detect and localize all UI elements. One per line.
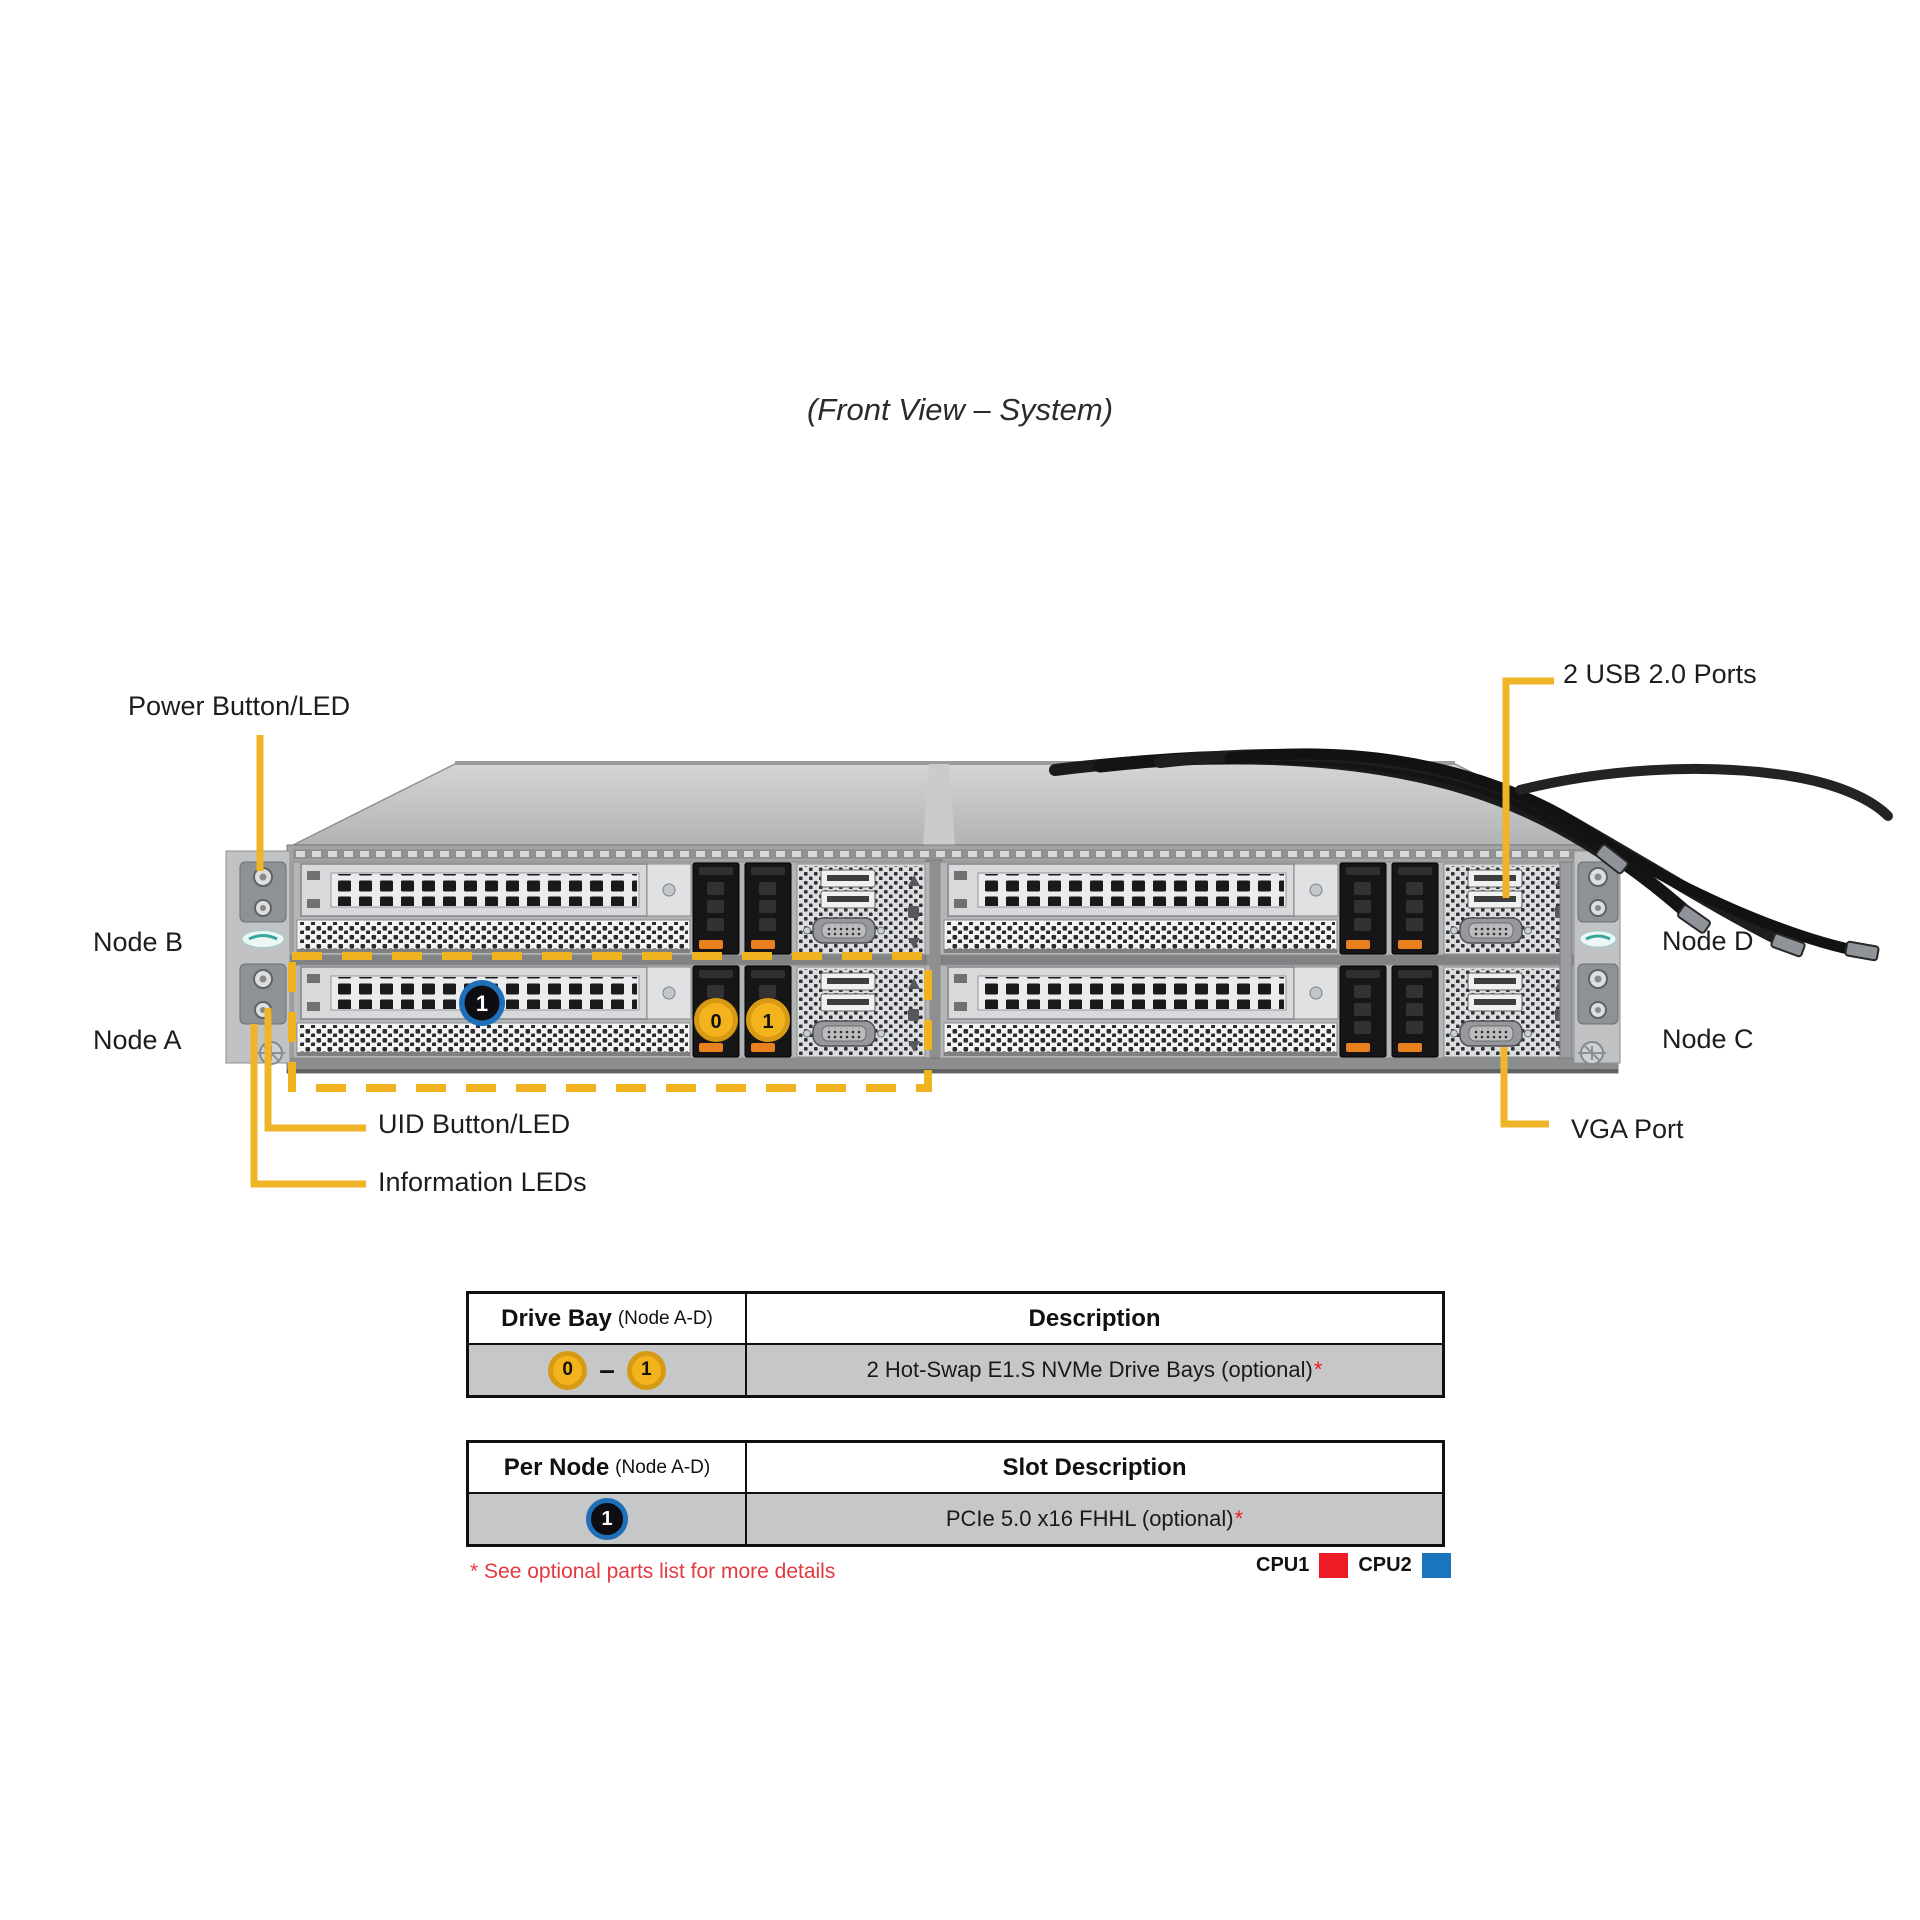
drive-bay-1-table-badge: 1 bbox=[626, 1350, 666, 1390]
server-chassis: 1 0 1 bbox=[225, 761, 1621, 1074]
per-node-slot-table: Per Node (Node A-D) Slot Description 1 P… bbox=[466, 1440, 1445, 1547]
drive-bay-0-badge: 0 bbox=[694, 998, 738, 1042]
slot-description-header: Slot Description bbox=[1002, 1453, 1187, 1481]
drive-bay-0-table-badge: 0 bbox=[548, 1350, 588, 1390]
left-mounting-ear bbox=[225, 850, 291, 1065]
per-node-header-main: Per Node bbox=[503, 1453, 610, 1481]
uid-button-label: UID Button/LED bbox=[378, 1109, 571, 1139]
footnote-asterisk: * bbox=[1234, 1506, 1244, 1531]
row-divider bbox=[287, 955, 1618, 965]
usb-ports-callout-line bbox=[1502, 677, 1554, 898]
callout-lines bbox=[250, 677, 1554, 1188]
node-a-highlight-box bbox=[288, 952, 932, 1092]
pcie-slot-table-badge: 1 bbox=[586, 1498, 628, 1540]
cable-bundle bbox=[1049, 748, 1893, 962]
drive-bay-table-header: Drive Bay (Node A-D) Description bbox=[469, 1294, 1442, 1343]
node-d-label: Node D bbox=[1662, 926, 1754, 956]
per-node-header-sub: (Node A-D) bbox=[615, 1456, 711, 1478]
per-node-table-row: 1 PCIe 5.0 x16 FHHL (optional)* bbox=[469, 1492, 1442, 1544]
cpu-color-legend: CPU1 CPU2 bbox=[1256, 1553, 1451, 1578]
per-node-table-header: Per Node (Node A-D) Slot Description bbox=[469, 1443, 1442, 1492]
drive-bay-header-main: Drive Bay bbox=[501, 1304, 612, 1332]
optional-parts-footnote: * See optional parts list for more detai… bbox=[470, 1560, 836, 1583]
node-c-label: Node C bbox=[1662, 1024, 1754, 1054]
node-a-module bbox=[292, 964, 931, 1059]
cpu2-legend-label: CPU2 bbox=[1358, 1554, 1412, 1576]
brand-logo bbox=[241, 930, 285, 948]
information-leds-callout-line bbox=[250, 1024, 366, 1188]
node-d-module bbox=[939, 861, 1578, 956]
description-header: Description bbox=[1028, 1304, 1161, 1332]
brand-logo bbox=[1579, 930, 1617, 948]
information-leds-label: Information LEDs bbox=[378, 1167, 587, 1197]
drive-bay-table-row: 0 – 1 2 Hot-Swap E1.S NVMe Drive Bays (o… bbox=[469, 1343, 1442, 1395]
cpu2-color-swatch bbox=[1421, 1553, 1451, 1578]
node-a-control-panel bbox=[239, 963, 287, 1025]
svg-text:1: 1 bbox=[762, 1011, 773, 1033]
cpu1-color-swatch bbox=[1319, 1553, 1349, 1578]
cpu1-legend-label: CPU1 bbox=[1256, 1554, 1310, 1576]
footnote-asterisk: * bbox=[1313, 1357, 1323, 1382]
drive-bay-header-sub: (Node A-D) bbox=[617, 1307, 713, 1329]
svg-text:1: 1 bbox=[476, 991, 488, 1016]
right-mounting-ear bbox=[1559, 850, 1621, 1065]
node-c-module bbox=[939, 964, 1578, 1059]
usb-ports-label: 2 USB 2.0 Ports bbox=[1563, 659, 1757, 689]
lid-center-seam bbox=[923, 764, 955, 845]
slot-description: PCIe 5.0 x16 FHHL (optional) bbox=[945, 1506, 1234, 1531]
node-b-label: Node B bbox=[93, 927, 184, 957]
lid-rear-edge bbox=[455, 761, 1455, 765]
vga-port-label: VGA Port bbox=[1571, 1114, 1684, 1144]
drive-bay-table: Drive Bay (Node A-D) Description 0 – 1 2… bbox=[466, 1291, 1445, 1398]
node-a-pcie-slot-badge: 1 bbox=[459, 980, 505, 1026]
drive-bay-1-badge: 1 bbox=[746, 998, 790, 1042]
drive-bay-description: 2 Hot-Swap E1.S NVMe Drive Bays (optiona… bbox=[866, 1357, 1313, 1382]
uid-button-callout-line bbox=[264, 1008, 366, 1132]
cable-connectors bbox=[1595, 843, 1880, 962]
node-a-label: Node A bbox=[93, 1025, 182, 1055]
vga-port-callout-line bbox=[1500, 1047, 1549, 1128]
figure-caption: (Front View – System) bbox=[806, 392, 1114, 427]
svg-text:0: 0 bbox=[710, 1011, 721, 1033]
bay-range-separator: – bbox=[599, 1354, 615, 1385]
power-button-label: Power Button/LED bbox=[128, 691, 351, 721]
node-b-module bbox=[292, 861, 931, 956]
